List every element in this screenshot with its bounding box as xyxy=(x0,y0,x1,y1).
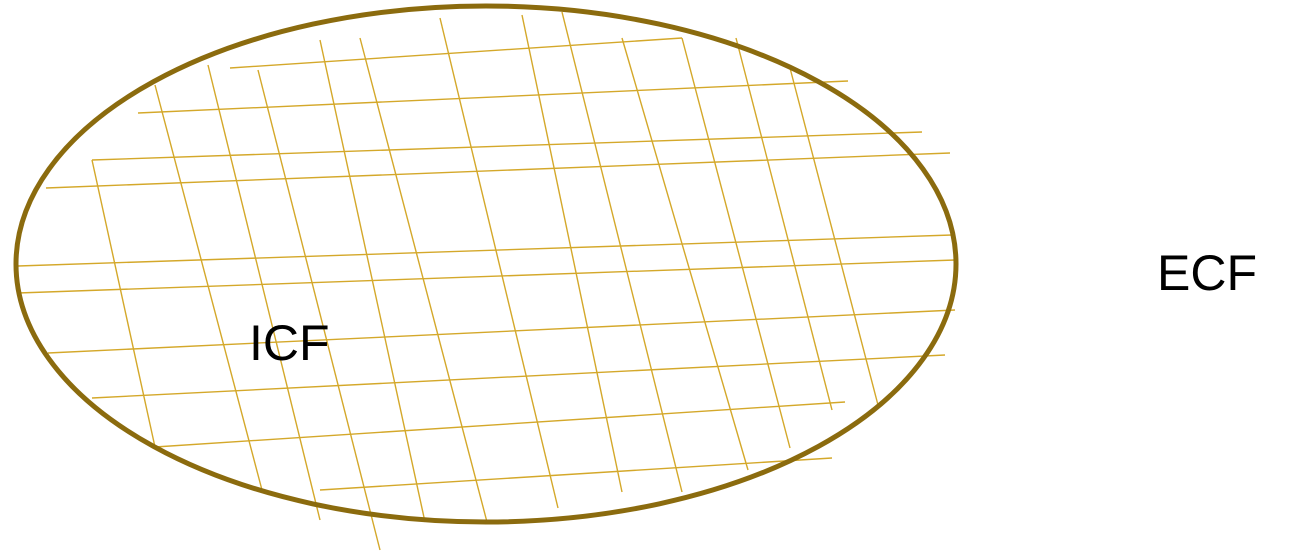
grid-line-horizontal xyxy=(138,81,848,113)
cell-membrane-ellipse xyxy=(16,6,956,522)
grid-line-horizontal xyxy=(92,355,945,398)
grid-line-vertical xyxy=(320,40,425,522)
grid-line-horizontal xyxy=(18,260,955,293)
grid-line-vertical xyxy=(258,70,380,550)
grid-line-vertical xyxy=(562,12,682,492)
grid-line-vertical xyxy=(208,65,320,520)
grid-line-vertical xyxy=(92,160,155,447)
grid-line-horizontal xyxy=(230,38,682,68)
ecf-label: ECF xyxy=(1157,248,1257,298)
grid-line-horizontal xyxy=(46,153,950,188)
crosshatch-grid xyxy=(18,12,955,550)
grid-line-vertical xyxy=(622,38,748,470)
grid-line-horizontal xyxy=(155,402,845,447)
grid-line-vertical xyxy=(440,18,558,508)
grid-line-vertical xyxy=(736,38,832,410)
icf-label: ICF xyxy=(249,318,330,368)
grid-line-horizontal xyxy=(92,132,922,160)
grid-line-vertical xyxy=(790,68,878,405)
grid-line-horizontal xyxy=(18,235,952,266)
grid-line-horizontal xyxy=(48,310,955,353)
